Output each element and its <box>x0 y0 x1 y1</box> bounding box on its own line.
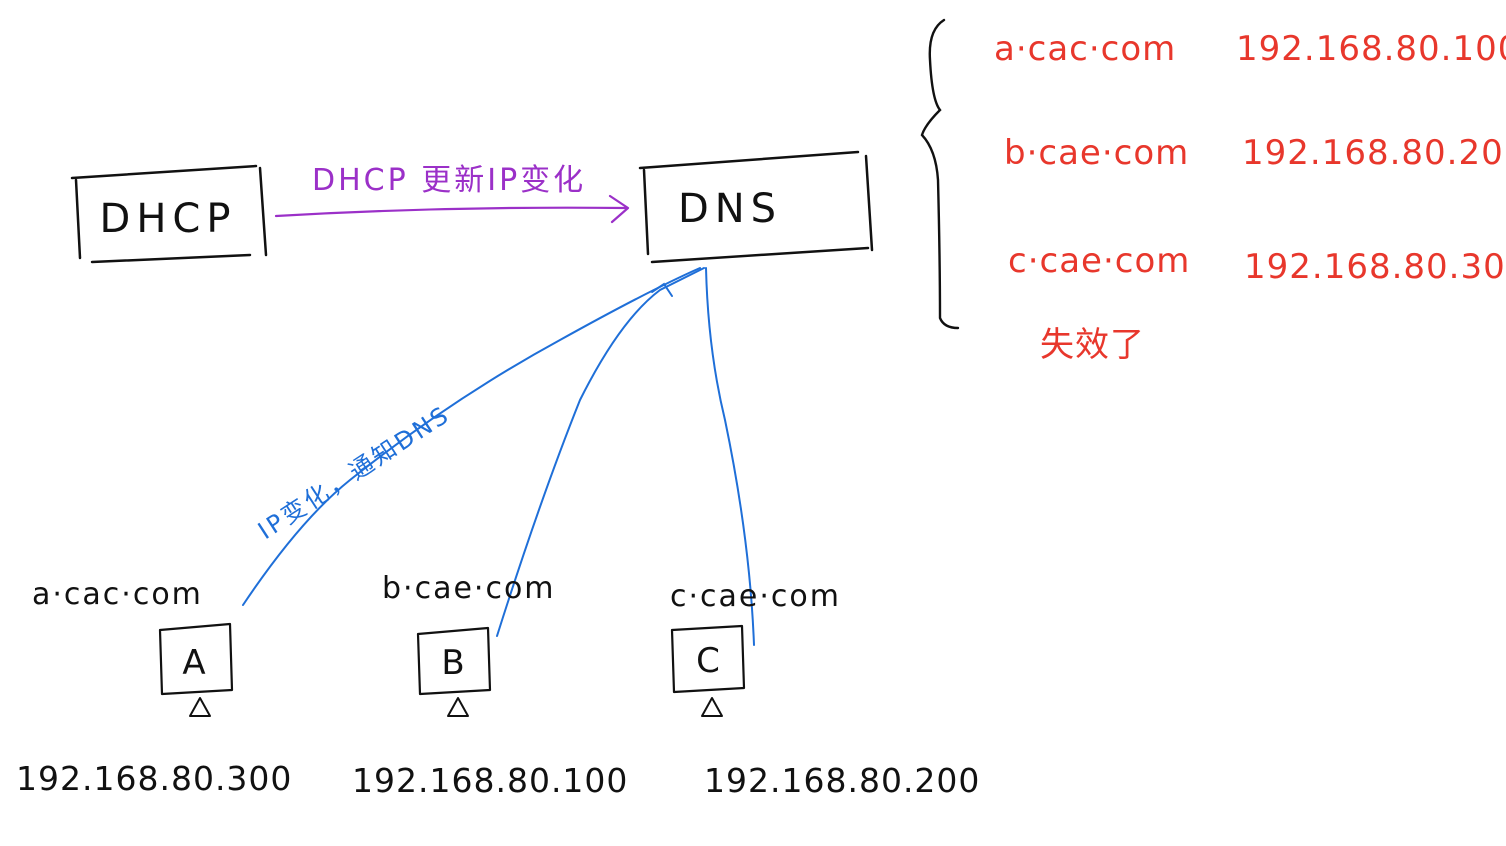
dns-box-outline <box>638 150 874 264</box>
link-c-to-dns <box>705 267 755 646</box>
dns-records: a·cac·com 192.168.80.100 b·cae·com 192.1… <box>920 18 1506 365</box>
dhcp-to-dns-arrow <box>274 194 630 224</box>
host-a: a·cac·com A 192.168.80.300 <box>16 577 292 798</box>
records-note: 失效了 <box>1040 325 1145 365</box>
link-a-to-dns <box>242 267 701 606</box>
record-c-ip: 192.168.80.300 <box>1244 247 1506 287</box>
host-b-stand-icon <box>447 697 469 717</box>
record-c-name: c·cae·com <box>1008 241 1190 281</box>
dhcp-label: DHCP <box>100 196 237 242</box>
host-c-stand-icon <box>701 697 723 717</box>
dhcp-to-dns-edge: DHCP 更新IP变化 <box>274 163 630 224</box>
host-a-ip: 192.168.80.300 <box>16 759 292 798</box>
host-b-letter: B <box>441 643 464 683</box>
host-b-monitor <box>416 626 492 696</box>
host-c-name: c·cae·com <box>670 579 841 614</box>
link-b-to-dns <box>496 267 705 637</box>
link-arrowhead <box>651 282 673 297</box>
host-b-name: b·cae·com <box>382 571 556 606</box>
host-b: b·cae·com B 192.168.80.100 <box>352 571 628 800</box>
dns-node: DNS <box>638 150 874 264</box>
dhcp-node: DHCP <box>70 164 268 264</box>
host-c-ip: 192.168.80.200 <box>704 761 980 800</box>
record-a-ip: 192.168.80.100 <box>1236 29 1506 69</box>
host-b-ip: 192.168.80.100 <box>352 761 628 800</box>
host-a-stand-icon <box>189 697 211 717</box>
host-c-monitor <box>670 624 746 694</box>
records-brace <box>920 18 960 330</box>
dns-label: DNS <box>678 186 782 232</box>
record-b-ip: 192.168.80.200 <box>1242 133 1506 173</box>
host-c-letter: C <box>696 641 720 681</box>
host-a-letter: A <box>182 643 205 683</box>
dhcp-to-dns-label: DHCP 更新IP变化 <box>312 163 586 198</box>
host-a-name: a·cac·com <box>32 577 203 612</box>
record-b-name: b·cae·com <box>1004 133 1189 173</box>
record-a-name: a·cac·com <box>994 29 1176 69</box>
host-a-monitor <box>158 622 234 696</box>
host-c: c·cae·com C 192.168.80.200 <box>670 579 980 800</box>
dhcp-box-outline <box>70 164 268 264</box>
a-to-dns-label: IP变化，通知DNS <box>253 400 455 545</box>
